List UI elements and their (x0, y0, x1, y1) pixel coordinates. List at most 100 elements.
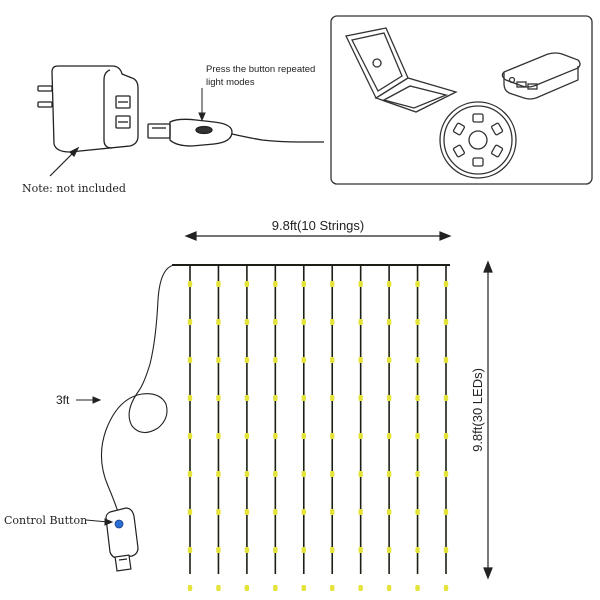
led-bulb (358, 471, 363, 477)
led-bulb (330, 433, 335, 439)
led-bulb (216, 319, 221, 325)
led-bulb (273, 471, 278, 477)
usb-socket (490, 122, 504, 136)
usb-controller-plug (147, 118, 324, 147)
led-bulb (187, 281, 193, 287)
led-bulb (415, 433, 420, 439)
led-bulb (244, 585, 250, 591)
instruction-line-1: Press the button repeated (206, 64, 315, 75)
led-bulb (443, 547, 449, 553)
led-bulb (216, 471, 221, 477)
led-bulb (386, 585, 392, 591)
led-bulb (386, 357, 392, 363)
led-bulb (187, 585, 193, 591)
led-bulb (216, 509, 221, 515)
cable-length-label: 3ft (56, 393, 70, 407)
led-bulb (386, 319, 392, 325)
led-bulb (273, 281, 278, 287)
led-bulb (330, 585, 335, 591)
led-bulb (443, 319, 449, 325)
led-bulb (386, 509, 392, 515)
led-bulb (415, 585, 420, 591)
led-bulb (244, 547, 250, 553)
led-bulb (330, 471, 335, 477)
led-bulb (443, 395, 449, 401)
led-bulb (273, 319, 278, 325)
laptop-icon (345, 27, 458, 113)
led-bulb (216, 357, 221, 363)
usb-socket (472, 113, 484, 123)
led-bulb (187, 433, 193, 439)
curtain-usb-controller (105, 507, 139, 572)
led-bulb (415, 319, 420, 325)
usb-socket (472, 157, 484, 167)
led-bulb (443, 281, 449, 287)
led-bulb (443, 357, 449, 363)
led-bulb (187, 471, 193, 477)
led-bulb (244, 433, 250, 439)
led-bulb (187, 357, 193, 363)
led-bulb (187, 319, 193, 325)
led-bulb (415, 471, 420, 477)
led-bulb (386, 547, 392, 553)
led-bulb (330, 357, 335, 363)
usb-socket (490, 144, 504, 158)
curtain-light-strings (172, 264, 450, 591)
control-button-dot (114, 519, 124, 529)
usb-wall-adapter (37, 65, 139, 153)
led-bulb (301, 319, 306, 325)
led-bulb (330, 281, 335, 287)
led-bulb (301, 433, 306, 439)
adapter-note: Note: not included (22, 182, 126, 195)
usb-socket (452, 122, 466, 136)
usb-socket (452, 144, 466, 158)
cable-length-arrow (76, 396, 102, 404)
led-bulb (216, 433, 221, 439)
led-bulb (358, 395, 363, 401)
led-bulb (386, 471, 392, 477)
led-bulb (358, 509, 363, 515)
led-bulb (415, 395, 420, 401)
led-bulb (273, 509, 278, 515)
led-bulb (358, 357, 363, 363)
led-bulb (386, 433, 392, 439)
led-bulb (244, 281, 250, 287)
height-dimension-arrow (483, 260, 493, 580)
led-bulb (415, 547, 420, 553)
led-bulb (443, 585, 449, 591)
led-bulb (301, 509, 306, 515)
feed-cable (100, 264, 175, 513)
led-bulb (273, 433, 278, 439)
led-bulb (358, 281, 363, 287)
led-bulb (273, 395, 278, 401)
led-bulb (273, 585, 278, 591)
instruction-line-2: light modes (206, 77, 255, 88)
led-bulb (443, 509, 449, 515)
led-bulb (301, 281, 306, 287)
led-bulb (301, 395, 306, 401)
control-button-label: Control Button (4, 514, 87, 527)
led-bulb (358, 319, 363, 325)
led-bulb (216, 585, 221, 591)
led-bulb (301, 585, 306, 591)
led-bulb (216, 395, 221, 401)
led-bulb (244, 509, 250, 515)
led-bulb (273, 547, 278, 553)
led-bulb (301, 471, 306, 477)
height-label: 9.8ft(30 LEDs) (470, 368, 485, 452)
led-bulb (187, 509, 193, 515)
led-bulb (443, 471, 449, 477)
led-bulb (244, 395, 250, 401)
led-bulb (187, 547, 193, 553)
led-bulb (187, 395, 193, 401)
note-arrow (49, 146, 80, 177)
led-bulb (216, 547, 221, 553)
power-source-panel (330, 15, 593, 185)
led-bulb (301, 357, 306, 363)
led-bulb (386, 395, 392, 401)
led-bulb (358, 585, 363, 591)
led-bulb (443, 433, 449, 439)
led-bulb (216, 281, 221, 287)
led-bulb (415, 357, 420, 363)
